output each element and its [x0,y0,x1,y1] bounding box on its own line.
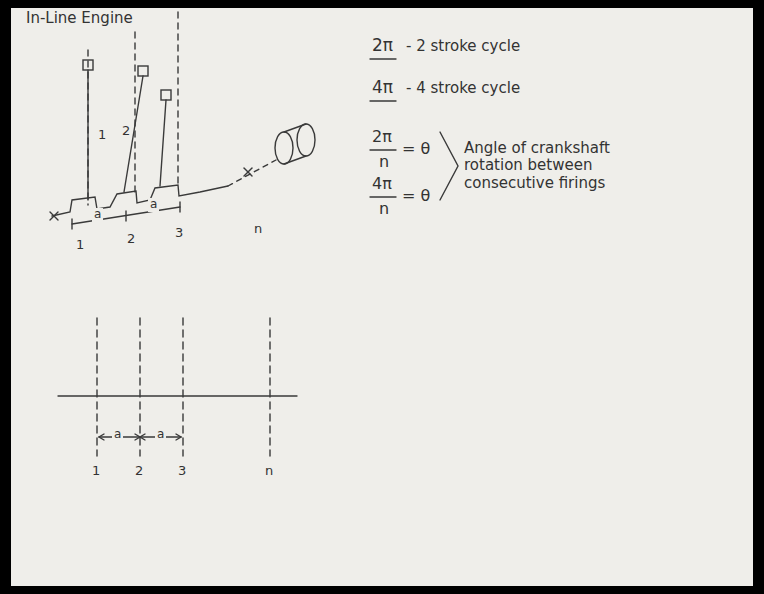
formula-note: - 2 stroke cycle [406,38,520,55]
formula-denominator: n [379,153,389,171]
formula-equals: = θ [402,140,430,158]
dimension-label: a [148,198,159,212]
formula-term: 2π [372,36,393,56]
cylinder-number: 3 [178,464,186,479]
formula-term: 4π [372,78,393,98]
formula-numerator: 2π [372,128,392,146]
note-text: Angle of crankshaft rotation between con… [464,140,649,192]
formula-numerator: 4π [372,175,392,193]
formula-denominator: n [379,200,389,218]
formula-equals: = θ [402,187,430,205]
dimension-label: a [155,428,166,442]
cylinder-number: n [254,222,262,237]
cylinder-number: 2 [122,124,130,139]
cylinder-number: 1 [76,238,84,253]
board-title: In-Line Engine [26,10,133,27]
dimension-label: a [92,208,103,222]
cylinder-number: 1 [98,128,106,143]
cylinder-number: 2 [127,232,135,247]
dimension-label: a [112,428,123,442]
formula-note: - 4 stroke cycle [406,80,520,97]
cylinder-number: 2 [135,464,143,479]
cylinder-number: n [265,464,273,479]
cylinder-number: 3 [175,226,183,241]
cylinder-number: 1 [92,464,100,479]
